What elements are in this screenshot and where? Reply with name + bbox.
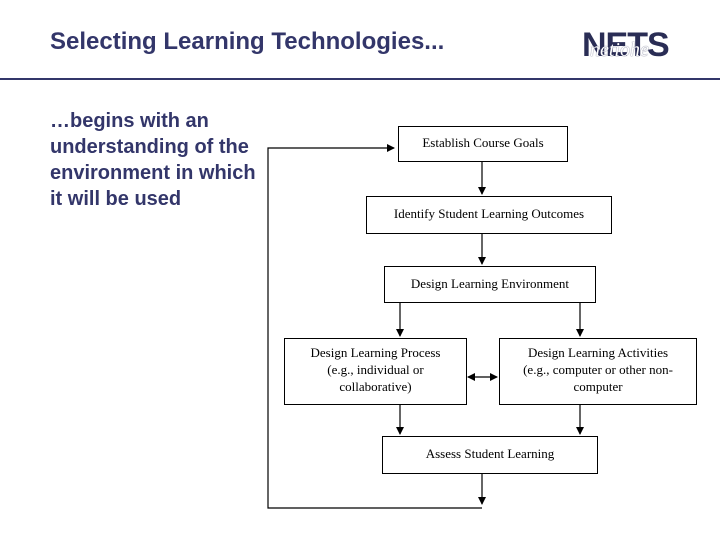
node-establish-course-goals: Establish Course Goals (398, 126, 568, 162)
title-divider (0, 78, 720, 80)
node-design-activities: Design Learning Activities (e.g., comput… (499, 338, 697, 405)
logo-overlay-text: netiohe (590, 39, 649, 61)
node-identify-outcomes: Identify Student Learning Outcomes (366, 196, 612, 234)
nets-logo: NETS netiohe (582, 26, 692, 64)
node-process-label: Design Learning Process (e.g., individua… (310, 345, 441, 394)
node-environment-label: Design Learning Environment (410, 276, 570, 291)
node-design-process: Design Learning Process (e.g., individua… (284, 338, 467, 405)
node-assess-learning: Assess Student Learning (382, 436, 598, 474)
slide-title: Selecting Learning Technologies... (50, 28, 445, 55)
node-activities-label: Design Learning Activities (e.g., comput… (523, 345, 673, 394)
node-goals-label: Establish Course Goals (422, 135, 544, 150)
node-design-environment: Design Learning Environment (384, 266, 596, 303)
node-outcomes-label: Identify Student Learning Outcomes (393, 206, 585, 221)
body-text: …begins with an understanding of the env… (50, 110, 256, 210)
node-assess-label: Assess Student Learning (425, 446, 555, 461)
logo-text: NETS (582, 26, 670, 64)
feedback-loop-line (267, 144, 482, 509)
